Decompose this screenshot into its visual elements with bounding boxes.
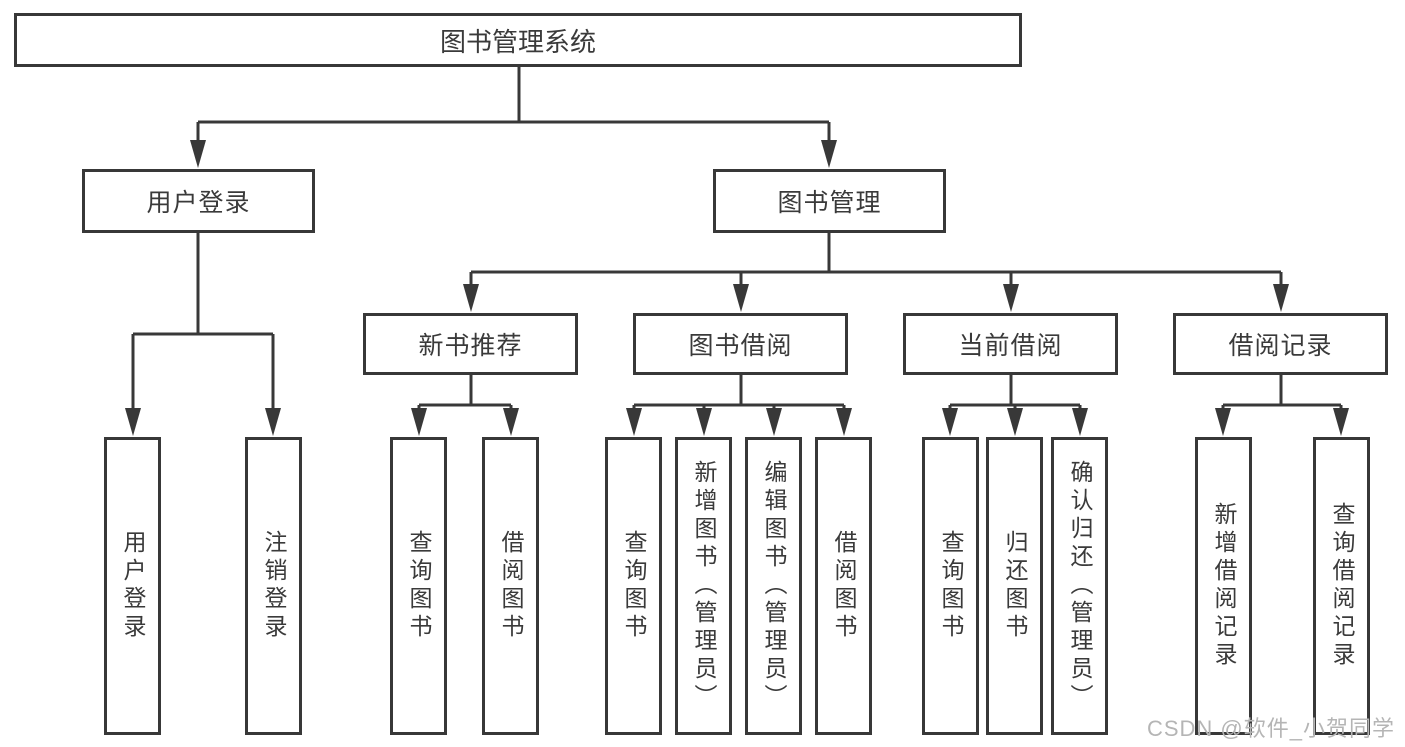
connector-borrowrecords-to-leaves [1221, 375, 1343, 410]
leaf-query-borrow-record: 查询借阅记录 [1313, 437, 1370, 735]
leaf-label: 用户登录 [120, 530, 146, 642]
connector-newbook-to-leaves [417, 375, 513, 410]
arrow-icon [463, 284, 479, 312]
node-borrowing-records: 借阅记录 [1173, 313, 1388, 375]
leaf-label: 查询图书 [621, 530, 647, 642]
node-label: 图书管理 [777, 189, 882, 217]
leaf-user-login: 用户登录 [104, 437, 161, 735]
node-label: 用户登录 [146, 189, 251, 217]
arrowheads [125, 140, 1349, 436]
leaf-confirm-return-admin: 确认归还（管理员） [1051, 437, 1108, 735]
node-label: 借阅记录 [1228, 332, 1333, 360]
leaf-label: 查询图书 [938, 530, 964, 642]
arrow-icon [942, 408, 958, 436]
leaf-add-borrow-record: 新增借阅记录 [1195, 437, 1252, 735]
node-current-borrowing: 当前借阅 [903, 313, 1118, 375]
leaf-query-books-borrowing: 查询图书 [605, 437, 662, 735]
node-library-management-system: 图书管理系统 [14, 13, 1022, 67]
arrow-icon [125, 408, 141, 436]
leaf-query-books-current: 查询图书 [922, 437, 979, 735]
node-new-book-recommendation: 新书推荐 [363, 313, 578, 375]
leaf-query-books-recommend: 查询图书 [390, 437, 447, 735]
node-label: 新书推荐 [418, 332, 523, 360]
arrow-icon [696, 408, 712, 436]
connector-currentborrow-to-leaves [948, 375, 1082, 410]
node-label: 图书借阅 [688, 332, 793, 360]
arrow-icon [766, 408, 782, 436]
leaf-label: 确认归还（管理员） [1067, 460, 1093, 712]
arrow-icon [411, 408, 427, 436]
arrow-icon [190, 140, 206, 168]
arrow-icon [503, 408, 519, 436]
connector-bookmgmt-to-level3 [469, 233, 1283, 286]
leaf-label: 编辑图书（管理员） [761, 460, 787, 712]
leaf-label: 借阅图书 [831, 530, 857, 642]
leaf-label: 查询借阅记录 [1329, 502, 1355, 670]
leaf-edit-book-admin: 编辑图书（管理员） [745, 437, 802, 735]
connector-root-to-level2 [196, 67, 831, 142]
leaf-label: 注销登录 [261, 530, 287, 642]
node-user-login: 用户登录 [82, 169, 315, 233]
arrow-icon [733, 284, 749, 312]
node-book-management: 图书管理 [713, 169, 946, 233]
arrow-icon [1333, 408, 1349, 436]
connector-bookborrow-to-leaves [632, 375, 846, 410]
leaf-label: 新增借阅记录 [1211, 502, 1237, 670]
arrow-icon [1072, 408, 1088, 436]
leaf-label: 新增图书（管理员） [691, 460, 717, 712]
arrow-icon [821, 140, 837, 168]
leaf-logout: 注销登录 [245, 437, 302, 735]
connector-userlogin-to-leaves [131, 233, 275, 410]
node-book-borrowing: 图书借阅 [633, 313, 848, 375]
leaf-return-book: 归还图书 [986, 437, 1043, 735]
leaf-borrow-books-recommend: 借阅图书 [482, 437, 539, 735]
arrow-icon [1273, 284, 1289, 312]
leaf-label: 借阅图书 [498, 530, 524, 642]
arrow-icon [626, 408, 642, 436]
arrow-icon [1003, 284, 1019, 312]
arrow-icon [1215, 408, 1231, 436]
arrow-icon [1007, 408, 1023, 436]
leaf-borrow-books-borrowing: 借阅图书 [815, 437, 872, 735]
leaf-add-book-admin: 新增图书（管理员） [675, 437, 732, 735]
arrow-icon [265, 408, 281, 436]
leaf-label: 查询图书 [406, 530, 432, 642]
leaf-label: 归还图书 [1002, 530, 1028, 642]
node-label: 图书管理系统 [439, 26, 596, 57]
node-label: 当前借阅 [958, 332, 1063, 360]
arrow-icon [836, 408, 852, 436]
